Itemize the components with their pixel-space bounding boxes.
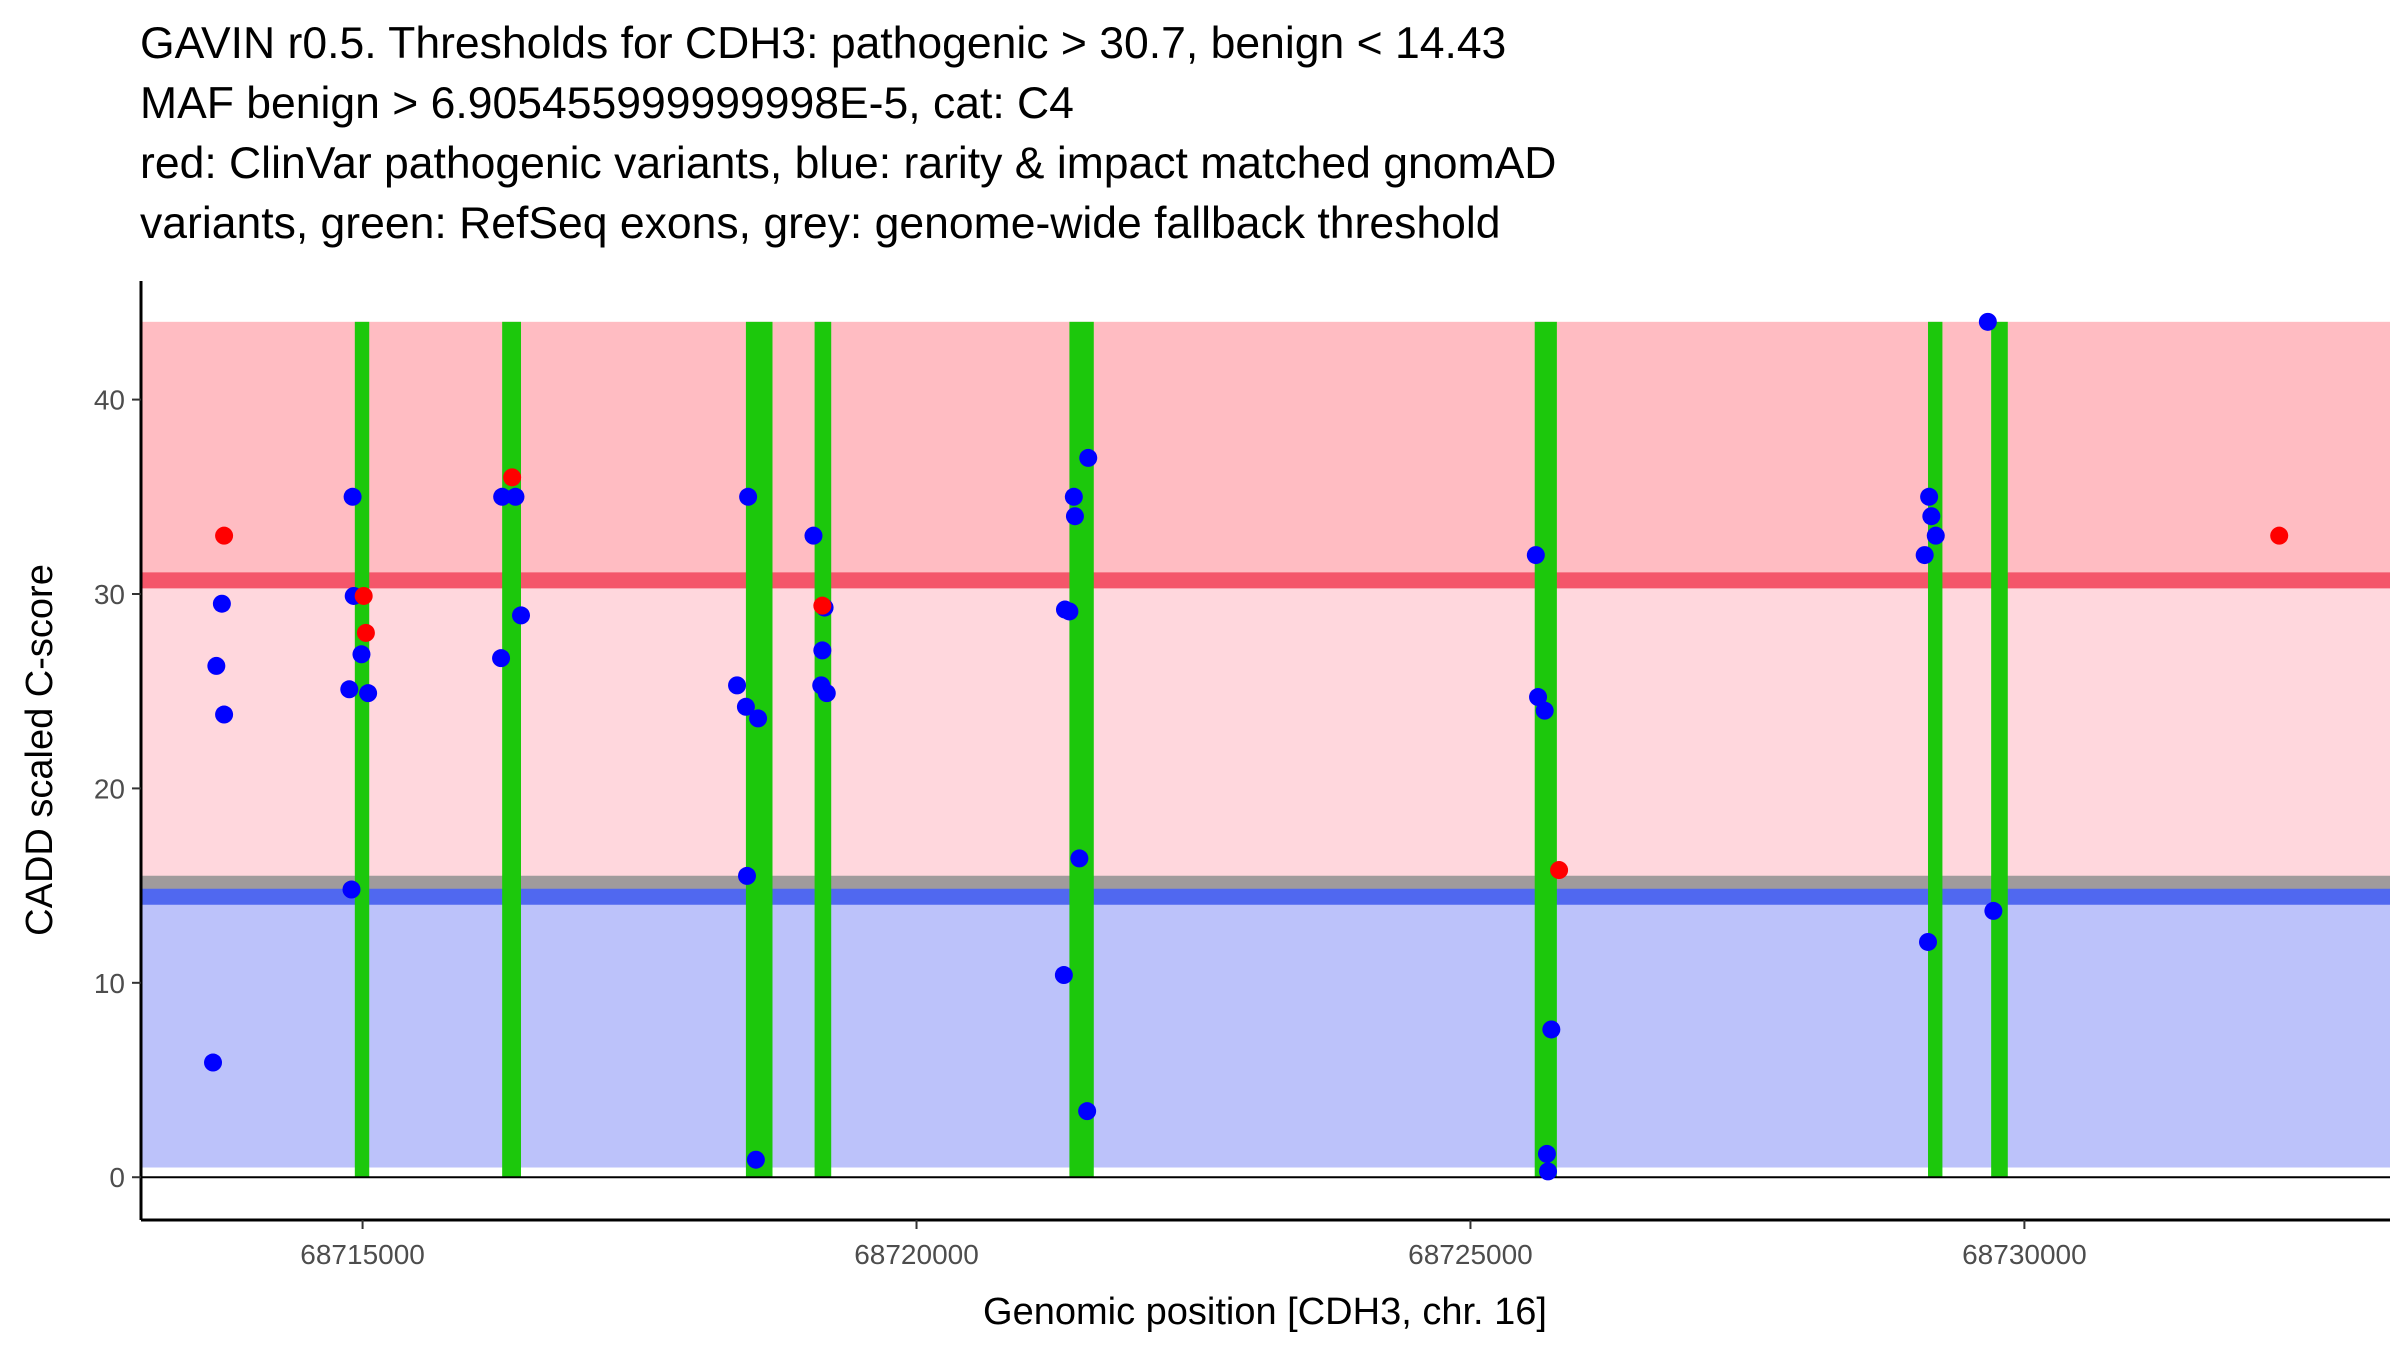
gnomad-variant-point xyxy=(804,526,823,545)
gnomad-variant-point xyxy=(1978,312,1997,331)
gnomad-variant-point xyxy=(746,1150,765,1169)
exon-bar-2 xyxy=(502,321,522,1178)
gnomad-variant-point xyxy=(1065,507,1084,526)
gnomad-variant-point xyxy=(493,487,512,506)
gnomad-variant-point xyxy=(1542,1020,1561,1039)
y-tick-label: 40 xyxy=(94,385,125,416)
gnomad-variant-point xyxy=(1064,487,1083,506)
gnomad-variant-point xyxy=(1537,1144,1556,1163)
gnomad-variant-point xyxy=(1926,526,1945,545)
axes: 0 10 20 30 40 68715000 68720000 68725000 6873000… xyxy=(94,281,2390,1270)
pathogenic-variant-point xyxy=(813,596,832,615)
gnomad-variant-point xyxy=(359,684,378,703)
gnomad-variant-point xyxy=(1060,602,1079,621)
gnomad-variant-point xyxy=(340,680,359,699)
gnomad-variant-point xyxy=(1079,448,1098,467)
gnomad-variant-point xyxy=(1922,507,1941,526)
y-tick-label: 10 xyxy=(94,968,125,999)
gnomad-variant-point xyxy=(813,641,832,660)
gnomad-variant-point xyxy=(1984,901,2003,920)
pathogenic-region xyxy=(141,321,2390,581)
threshold-regions xyxy=(141,321,2390,1168)
exon-bar-1 xyxy=(354,321,370,1178)
title-line-2: MAF benign > 6.905455999999998E-5, cat: … xyxy=(140,79,1074,128)
gnomad-variant-point xyxy=(343,487,362,506)
gnomad-variant-point xyxy=(817,684,836,703)
gnomad-variant-point xyxy=(1539,1162,1558,1181)
gnomad-variant-point xyxy=(728,676,747,695)
x-tick-label: 68715000 xyxy=(300,1239,425,1270)
gnomad-variant-point xyxy=(1526,546,1545,565)
pathogenic-variant-point xyxy=(2270,526,2289,545)
gnomad-variant-point xyxy=(212,594,231,613)
pathogenic-variant-point xyxy=(503,468,522,487)
chart-title: GAVIN r0.5. Thresholds for CDH3: pathoge… xyxy=(140,14,2360,254)
x-tick-label: 68720000 xyxy=(854,1239,979,1270)
y-axis-title: CADD scaled C-score xyxy=(19,564,61,936)
gnomad-variant-point xyxy=(1054,966,1073,985)
gnomad-variant-point xyxy=(738,866,757,885)
x-tick-label: 68725000 xyxy=(1408,1239,1533,1270)
gnomad-variant-point xyxy=(1078,1102,1097,1121)
x-axis-title: Genomic position [CDH3, chr. 16] xyxy=(983,1291,1547,1333)
y-tick-label: 20 xyxy=(94,773,125,804)
gnomad-variant-point xyxy=(1920,487,1939,506)
gnomad-variant-point xyxy=(749,709,768,728)
exon-bar-3 xyxy=(745,321,773,1178)
gnomad-variant-point xyxy=(352,645,371,664)
exon-bar-6 xyxy=(1534,321,1557,1178)
gnomad-variant-point xyxy=(736,697,755,716)
y-tick-label: 0 xyxy=(109,1162,125,1193)
gnomad-variant-point xyxy=(204,1053,223,1072)
gnomad-variant-point xyxy=(1070,849,1089,868)
title-line-3: red: ClinVar pathogenic variants, blue: … xyxy=(140,139,1557,188)
y-tick-label: 30 xyxy=(94,579,125,610)
exon-bar-4 xyxy=(814,321,832,1178)
gnomad-variant-point xyxy=(512,606,531,625)
gnomad-variant-point xyxy=(1919,932,1938,951)
gnomad-variant-point xyxy=(207,656,226,675)
gnomad-variant-point xyxy=(492,649,511,668)
title-line-4: variants, green: RefSeq exons, grey: gen… xyxy=(140,199,1501,248)
gnomad-variant-point xyxy=(739,487,758,506)
title-line-1: GAVIN r0.5. Thresholds for CDH3: pathoge… xyxy=(140,19,1507,68)
benign-region xyxy=(141,896,2390,1168)
pathogenic-variant-point xyxy=(356,623,375,642)
gnomad-variant-point xyxy=(1535,701,1554,720)
gnomad-variant-point xyxy=(1915,546,1934,565)
pathogenic-variant-point xyxy=(1550,861,1569,880)
x-tick-label: 68730000 xyxy=(1962,1239,2087,1270)
exon-bar-8 xyxy=(1991,321,2008,1178)
gnomad-variant-point xyxy=(342,880,361,899)
gnomad-variant-point xyxy=(506,487,525,506)
gnomad-variant-point xyxy=(1529,688,1548,707)
variant-points xyxy=(204,312,2289,1181)
gnomad-variant-point xyxy=(215,705,234,724)
pathogenic-variant-point xyxy=(354,586,373,605)
intermediate-region xyxy=(141,580,2390,880)
exon-bar-7 xyxy=(1928,321,1943,1178)
pathogenic-variant-point xyxy=(215,526,234,545)
